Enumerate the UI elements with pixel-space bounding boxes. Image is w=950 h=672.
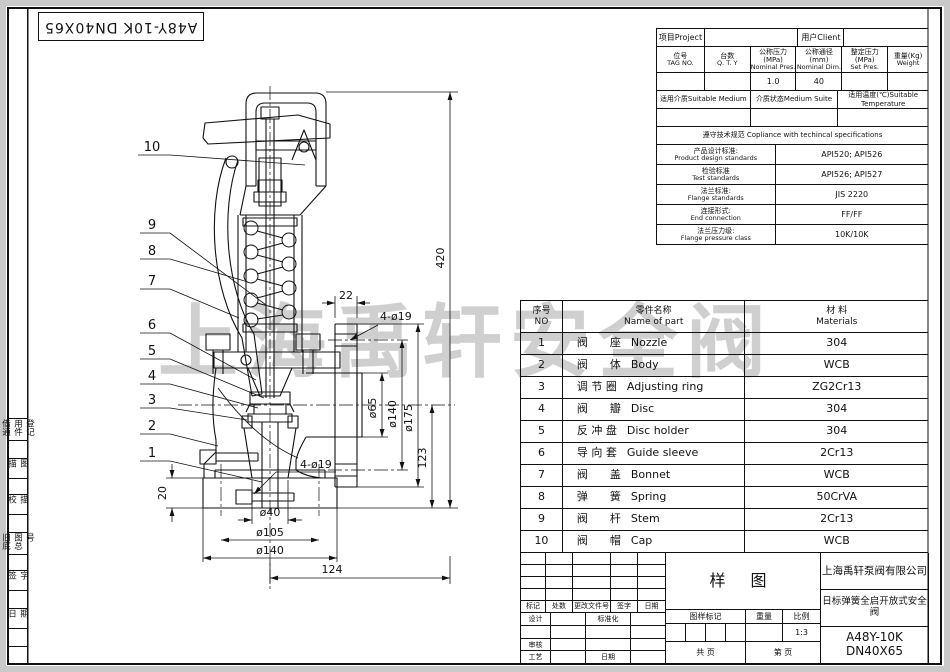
weight-label: 重量 (746, 609, 783, 625)
project-label: 项目Project (657, 29, 705, 47)
qty-value (704, 73, 751, 91)
svg-text:2: 2 (148, 419, 156, 434)
strip-label: 校 描 (7, 494, 29, 514)
dim-d65: ø65 (366, 398, 379, 419)
spring-coils (243, 220, 297, 328)
scale-value: 1:3 (783, 624, 821, 643)
design-label: 设计 (521, 613, 551, 627)
model-label-box: A48Y-10K DN40X65 (38, 12, 204, 41)
stud-bolt-lower (235, 489, 253, 505)
drawing-mark-label: 图样标记 (666, 609, 746, 625)
dim-420: 420 (434, 248, 447, 269)
set-pressure-value (842, 73, 889, 91)
page-no: 第 页 (746, 642, 821, 664)
part-callouts: 10 9 8 7 6 5 4 3 2 1 (138, 140, 306, 483)
joint-bolt-left (205, 333, 231, 351)
dim-d140-outlet: ø140 (386, 400, 399, 428)
svg-text:5: 5 (148, 344, 156, 359)
svg-text:7: 7 (148, 274, 156, 289)
standards-title: 遵守技术规范 Copliance with techincal specific… (657, 127, 928, 145)
svg-text:3: 3 (148, 393, 156, 408)
medium-state-value (750, 109, 839, 127)
valve-outline (199, 92, 363, 509)
standardize-label: 标准化 (586, 613, 631, 627)
dim-d140-inlet: ø140 (256, 544, 284, 557)
strip-label: 签 字 (7, 570, 29, 590)
svg-text:6: 6 (148, 318, 156, 333)
left-register-strip: 借通用件登记 描 图 校 描 旧底图总号 签 字 日 期 (1, 8, 35, 664)
scale-label: 比例 (783, 609, 821, 625)
stud-bolt-upper (199, 449, 217, 465)
dim-d175: ø175 (402, 404, 415, 432)
sample-drawing-label: 样 图 (666, 553, 821, 610)
dim-20: 20 (156, 486, 169, 500)
strip-label: 描 图 (7, 458, 29, 478)
dim-4d19-bottom: 4-ø19 (300, 458, 332, 471)
svg-text:8: 8 (148, 244, 156, 259)
joint-bolt-right (295, 333, 321, 351)
svg-text:10: 10 (144, 140, 161, 155)
title-block: 标记 处数 更改文件号 签字 日期 设计 标准化 审核 工艺 日期 样 图 图样… (520, 552, 929, 665)
dim-d105: ø105 (256, 526, 284, 539)
strip-label: 旧底图总号 (1, 532, 35, 554)
dim-22: 22 (339, 289, 353, 302)
project-value (704, 29, 799, 47)
client-label: 用户Client (798, 29, 845, 47)
svg-text:4: 4 (148, 369, 156, 384)
total-pages: 共 页 (666, 642, 746, 664)
standards-table: 遵守技术规范 Copliance with techincal specific… (656, 126, 928, 245)
weight-value (888, 73, 928, 91)
svg-text:1: 1 (148, 446, 156, 461)
nominal-diameter-value: 40 (796, 73, 843, 91)
medium-value (657, 109, 751, 127)
strip-label: 借通用件登记 (1, 418, 35, 440)
svg-text:9: 9 (148, 218, 156, 233)
dim-124: 124 (322, 563, 343, 576)
company-name: 上海禹轩泵阀有限公司 (821, 553, 929, 590)
date-label: 日期 (586, 651, 631, 665)
strip-label: 日 期 (7, 608, 29, 628)
tag-value (657, 73, 705, 91)
lever-arm (213, 157, 253, 397)
check-label: 审核 (521, 639, 551, 652)
nominal-pressure-value: 1.0 (750, 73, 797, 91)
lever-handle (202, 114, 331, 145)
product-name: 日标弹簧全启开放式安全阀 (821, 589, 929, 628)
dim-4d19-top: 4-ø19 (380, 310, 412, 323)
dim-d40: ø40 (260, 506, 281, 519)
dimensions: 420 123 ø65 ø140 ø175 22 4-ø19 20 ø40 ø (156, 91, 458, 584)
client-value (844, 29, 928, 47)
paper-sheet (6, 6, 944, 666)
model-label-rotated: A48Y-10K DN40X65 (44, 18, 198, 35)
model-number: A48Y-10K DN40X65 (821, 627, 929, 664)
process-label: 工艺 (521, 651, 551, 665)
temperature-value (838, 109, 928, 127)
